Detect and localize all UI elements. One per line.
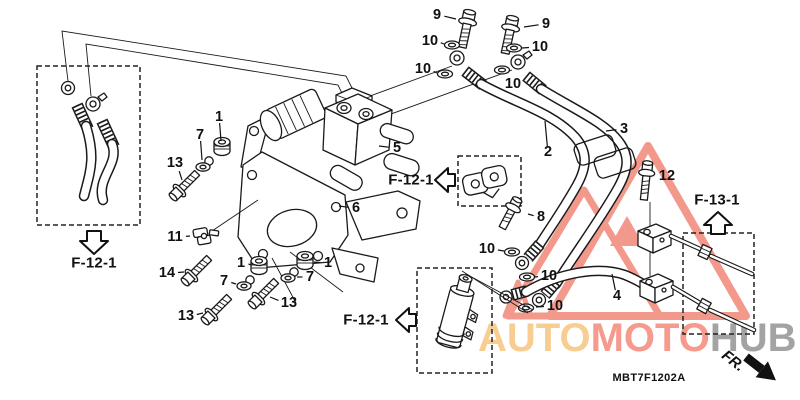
callout-leader-line: [611, 273, 616, 291]
leader-line-port-a: [369, 65, 453, 97]
ref-label-f12-mid[interactable]: F-12-1: [388, 171, 434, 189]
part-callout-10[interactable]: 10: [546, 298, 564, 314]
part-callout-13[interactable]: 13: [280, 295, 298, 311]
callout-leader-line: [433, 70, 438, 74]
part-callout-6[interactable]: 6: [351, 200, 361, 216]
abs-motor: [259, 88, 327, 142]
rubber-clamp-drawing: [461, 165, 508, 199]
leader-line-port-b: [379, 69, 513, 119]
callout-leader-line: [338, 205, 349, 208]
ref-label-f12-bottom[interactable]: F-12-1: [343, 311, 389, 329]
part-callout-1[interactable]: 1: [323, 255, 333, 271]
watermark-text-moto: MOTO: [591, 316, 710, 360]
ref-arrow-left-mid-icon: [434, 167, 456, 193]
callout-leader-line: [523, 24, 539, 28]
fr-direction-arrow-icon: [743, 353, 776, 381]
watermark-logo: AUTOMOTOHUB: [478, 142, 797, 360]
part-callout-13[interactable]: 13: [166, 155, 184, 171]
watermark-text-hub: HUB: [710, 316, 797, 360]
part-callout-10[interactable]: 10: [414, 61, 432, 77]
bracket-fasteners-drawing: [168, 136, 314, 326]
part-callout-10[interactable]: 10: [540, 268, 558, 284]
part-callout-10[interactable]: 10: [478, 241, 496, 257]
part-callout-5[interactable]: 5: [392, 140, 402, 156]
watermark-text: AUTOMOTOHUB: [478, 316, 797, 360]
part-callout-9[interactable]: 9: [432, 7, 442, 23]
leader-line-hose-a: [61, 30, 358, 99]
callout-leader-line: [248, 263, 253, 266]
callout-leader-line: [177, 271, 185, 274]
callout-leader-line: [544, 120, 548, 147]
callout-leader-line: [497, 249, 505, 252]
part-callout-1[interactable]: 1: [214, 109, 224, 125]
callout-leader-line: [521, 46, 530, 49]
watermark-text-auto: AUTO: [478, 316, 591, 360]
callout-leader-line: [231, 281, 237, 285]
ref-arrow-down-icon: [79, 230, 109, 255]
part-callout-7[interactable]: 7: [219, 273, 229, 289]
part-callout-12[interactable]: 12: [658, 168, 676, 184]
ref-label-f13[interactable]: F-13-1: [694, 191, 740, 209]
watermark-triangle-solid: [610, 216, 644, 246]
callout-leader-line: [200, 140, 203, 161]
part-callout-11[interactable]: 11: [167, 229, 183, 245]
callout-leader-line: [378, 145, 390, 148]
part-callout-13[interactable]: 13: [177, 308, 195, 324]
part-callout-8[interactable]: 8: [536, 209, 546, 225]
part-callout-9[interactable]: 9: [541, 16, 551, 32]
callout-leader-lines: [177, 15, 617, 316]
callout-leader-line: [444, 15, 457, 20]
ref-arrow-up-icon: [703, 211, 733, 235]
callout-leader-line: [269, 296, 279, 301]
callout-leader-line: [535, 305, 545, 308]
part-callout-10[interactable]: 10: [421, 33, 439, 49]
diagram-line-art: [36, 8, 757, 374]
clamp-dashed-box: [457, 155, 522, 207]
part-callout-7[interactable]: 7: [195, 127, 205, 143]
ref-label-f12-topleft[interactable]: F-12-1: [71, 254, 117, 272]
callout-leader-line: [178, 170, 183, 181]
part-callout-14[interactable]: 14: [158, 265, 176, 281]
part-callout-2[interactable]: 2: [543, 144, 553, 160]
hose-clamp-11: [192, 227, 220, 246]
ref-arrow-left-bottom-icon: [395, 307, 417, 333]
callout-leader-line: [313, 261, 321, 264]
part-callout-3[interactable]: 3: [619, 121, 629, 137]
part-callout-10[interactable]: 10: [504, 76, 522, 92]
callout-leader-line: [440, 42, 445, 45]
diagram-part-code: MBT7F1202A: [612, 372, 686, 384]
callout-leader-line: [527, 213, 534, 217]
delay-valve-drawing: [435, 270, 534, 349]
front-hoses-dashed-box: [36, 65, 141, 226]
part-callout-1[interactable]: 1: [236, 255, 246, 271]
part-callout-7[interactable]: 7: [305, 269, 315, 285]
front-brake-hoses-drawing: [60, 80, 120, 206]
rear-hoses-drawing: [436, 8, 637, 313]
abs-modulator-drawing: [211, 87, 421, 304]
part-callout-4[interactable]: 4: [612, 288, 622, 304]
callout-leader-line: [219, 122, 222, 142]
mid-hose-joints-drawing: [499, 160, 757, 333]
callout-leader-line: [196, 312, 204, 316]
part-callout-10[interactable]: 10: [531, 39, 549, 55]
callout-leader-line: [605, 129, 617, 132]
watermark-triangle-medium: [504, 186, 664, 320]
